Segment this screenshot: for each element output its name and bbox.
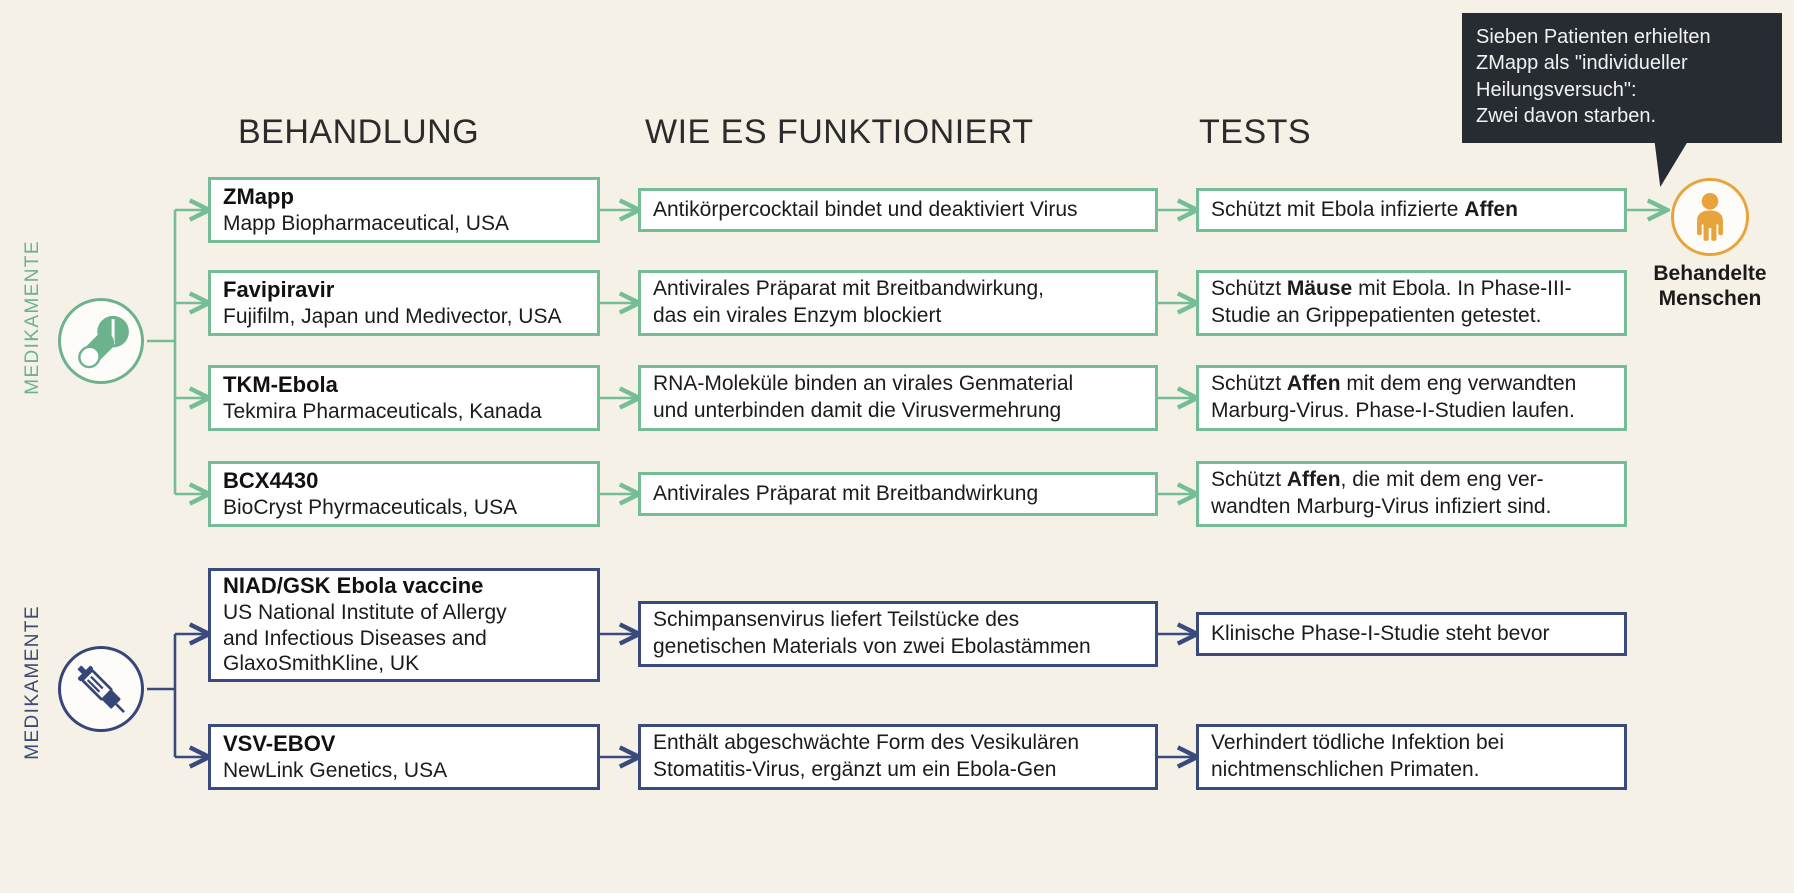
vaccine-company-line: and Infectious Diseases and	[223, 626, 487, 650]
vaccine-name: NIAD/GSK Ebola vaccine	[223, 573, 484, 599]
test-line: Schützt Affen, die mit dem eng ver-	[1211, 468, 1544, 492]
vaccine-mechanism-box[interactable]: Schimpansenvirus liefert Teilstücke des …	[638, 601, 1158, 667]
vaccine-test-box[interactable]: Verhindert tödliche Infektion bei nichtm…	[1196, 724, 1627, 790]
column-header-how-it-works: WIE ES FUNKTIONIERT	[645, 113, 1034, 151]
mechanism-box[interactable]: RNA-Moleküle binden an virales Genmateri…	[638, 365, 1158, 431]
mechanism-line: Schimpansenvirus liefert Teilstücke des	[653, 608, 1020, 632]
mechanism-line: RNA-Moleküle binden an virales Genmateri…	[653, 372, 1074, 396]
treatment-box[interactable]: ZMapp Mapp Biopharmaceutical, USA	[208, 177, 600, 243]
treatment-name: ZMapp	[223, 183, 294, 209]
treatment-box[interactable]: Favipiravir Fujifilm, Japan und Medivect…	[208, 270, 600, 336]
outcome-label: Behandelte Menschen	[1620, 262, 1794, 312]
category-label-drugs: MEDIKAMENTE	[22, 240, 43, 395]
mechanism-line: das ein virales Enzym blockiert	[653, 304, 942, 327]
vaccine-box[interactable]: VSV-EBOV NewLink Genetics, USA	[208, 724, 600, 790]
treatment-company: Fujifilm, Japan und Medivector, USA	[223, 304, 562, 328]
treatment-company: BioCryst Phyrmaceuticals, USA	[223, 495, 518, 519]
mechanism-line: Antivirales Präparat mit Breitbandwirkun…	[653, 277, 1045, 301]
mechanism-line: Antivirales Präparat mit Breitbandwirkun…	[653, 481, 1039, 505]
mechanism-line: Enthält abgeschwächte Form des Vesikulär…	[653, 731, 1080, 755]
mechanism-line: Stomatitis-Virus, ergänzt um ein Ebola-G…	[653, 758, 1057, 781]
treatment-box[interactable]: BCX4430 BioCryst Phyrmaceuticals, USA	[208, 461, 600, 527]
test-line: Marburg-Virus. Phase-I-Studien laufen.	[1211, 399, 1575, 422]
treatment-name: TKM-Ebola	[223, 371, 338, 397]
test-line: Verhindert tödliche Infektion bei	[1211, 731, 1505, 755]
treatment-company: Mapp Biopharmaceutical, USA	[223, 211, 509, 235]
mechanism-box[interactable]: Antivirales Präparat mit Breitbandwirkun…	[638, 472, 1158, 516]
mechanism-line: genetischen Materials von zwei Ebolastäm…	[653, 635, 1091, 658]
test-line: Schützt Mäuse mit Ebola. In Phase-III-	[1211, 277, 1572, 301]
test-box[interactable]: Schützt Affen, die mit dem eng ver- wand…	[1196, 461, 1627, 527]
vaccine-company-line: US National Institute of Allergy	[223, 601, 507, 624]
vaccine-box[interactable]: NIAD/GSK Ebola vaccine US National Insti…	[208, 568, 600, 682]
test-box[interactable]: Schützt mit Ebola infizierte Affen	[1196, 188, 1627, 232]
mechanism-box[interactable]: Antivirales Präparat mit Breitbandwirkun…	[638, 270, 1158, 336]
syringe-icon	[58, 646, 144, 732]
tooltip-line: Heilungsversuch":	[1476, 78, 1637, 101]
test-line: Schützt Affen mit dem eng verwandten	[1211, 372, 1577, 396]
tooltip-line: Zwei davon starben.	[1476, 105, 1657, 128]
test-line: Schützt mit Ebola infizierte Affen	[1211, 197, 1518, 221]
category-label-vaccines: MEDIKAMENTE	[22, 605, 43, 760]
mechanism-line: und unterbinden damit die Virusvermehrun…	[653, 399, 1062, 422]
tooltip-line: ZMapp als "individueller	[1476, 52, 1688, 75]
test-line: wandten Marburg-Virus infiziert sind.	[1211, 495, 1552, 518]
test-box[interactable]: Schützt Mäuse mit Ebola. In Phase-III- S…	[1196, 270, 1627, 336]
tooltip-tail	[1648, 135, 1692, 187]
test-line: nichtmenschlichen Primaten.	[1211, 758, 1480, 781]
vaccine-company-line: NewLink Genetics, USA	[223, 758, 448, 782]
test-box[interactable]: Schützt Affen mit dem eng verwandten Mar…	[1196, 365, 1627, 431]
vaccine-name: VSV-EBOV	[223, 730, 336, 756]
mechanism-line: Antikörpercocktail bindet und deaktivier…	[653, 197, 1078, 221]
vaccine-test-box[interactable]: Klinische Phase-I-Studie steht bevor	[1196, 612, 1627, 656]
vaccine-mechanism-box[interactable]: Enthält abgeschwächte Form des Vesikulär…	[638, 724, 1158, 790]
tooltip-line: Sieben Patienten erhielten	[1476, 26, 1711, 48]
outcome-label-line1: Behandelte	[1653, 262, 1767, 285]
test-line: Klinische Phase-I-Studie steht bevor	[1211, 621, 1550, 645]
vaccine-company-line: GlaxoSmithKline, UK	[223, 652, 420, 676]
outcome-label-line2: Menschen	[1658, 286, 1762, 310]
pill-icon	[58, 298, 144, 384]
treatment-company: Tekmira Pharmaceuticals, Kanada	[223, 399, 542, 423]
column-header-tests: TESTS	[1199, 113, 1312, 151]
person-icon	[1671, 178, 1749, 256]
test-line: Studie an Grippepatienten getestet.	[1211, 304, 1542, 327]
treatment-name: Favipiravir	[223, 276, 335, 302]
treatment-name: BCX4430	[223, 467, 319, 493]
mechanism-box[interactable]: Antikörpercocktail bindet und deaktivier…	[638, 188, 1158, 232]
column-header-treatment: BEHANDLUNG	[238, 113, 480, 151]
treatment-box[interactable]: TKM-Ebola Tekmira Pharmaceuticals, Kanad…	[208, 365, 600, 431]
tooltip-callout: Sieben Patienten erhielten ZMapp als "in…	[1462, 13, 1782, 143]
